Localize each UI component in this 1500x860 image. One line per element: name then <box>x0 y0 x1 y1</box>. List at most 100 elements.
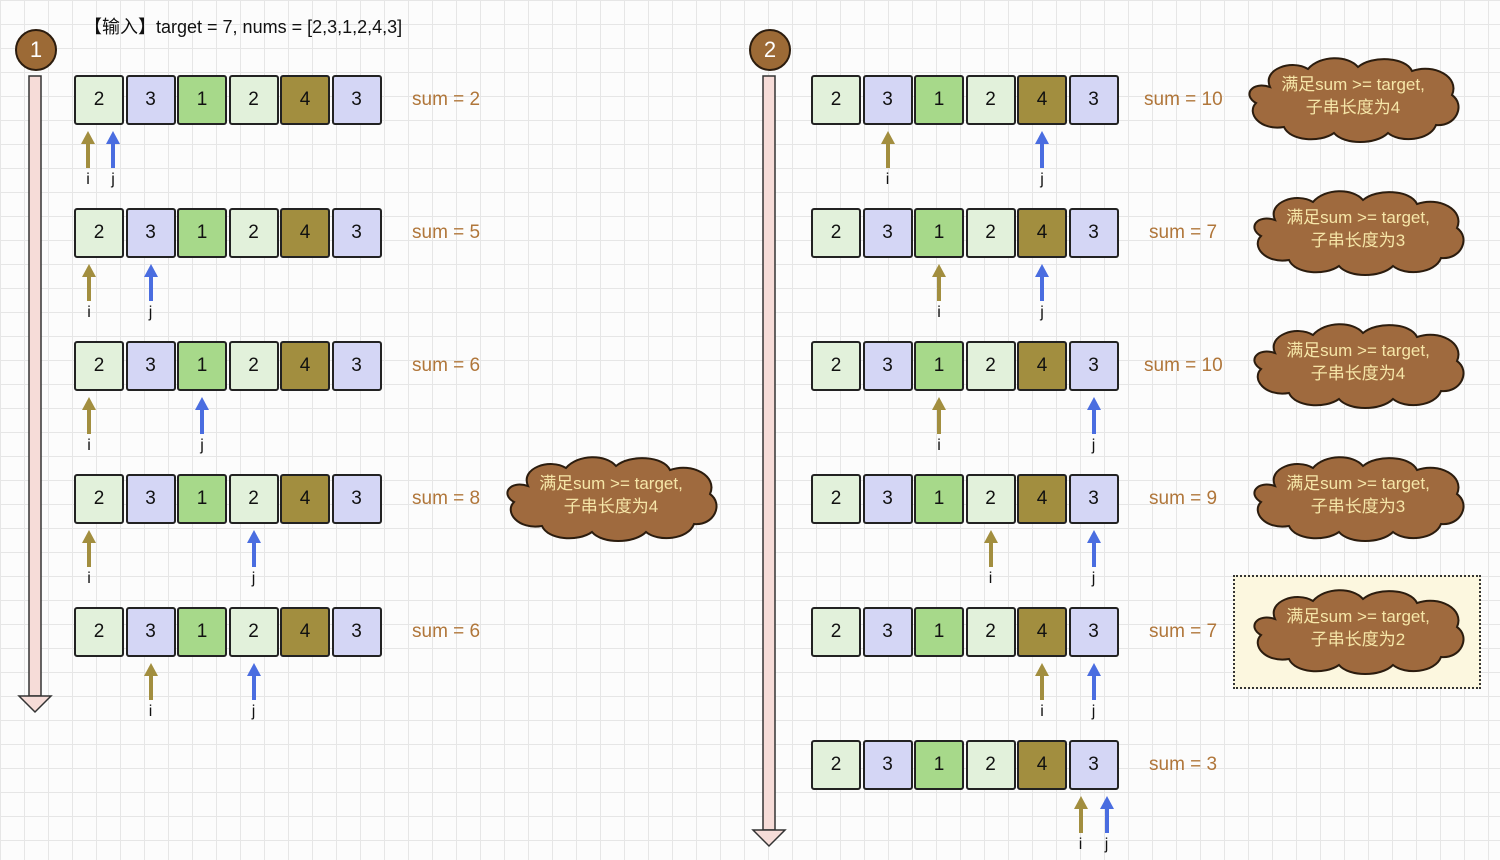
pointer-j-arrow-icon <box>195 397 209 434</box>
array-cell: 2 <box>811 75 861 125</box>
array-cell: 2 <box>965 474 1016 524</box>
array-cell: 3 <box>331 474 382 524</box>
array-cell: 2 <box>965 341 1016 391</box>
pointer-i-arrow-icon <box>932 264 946 301</box>
cloud-line: 满足sum >= target, <box>1286 208 1430 227</box>
pointer-i-label: i <box>148 703 153 720</box>
array-cell: 3 <box>862 208 913 258</box>
array-cell: 2 <box>228 208 279 258</box>
sum-label: sum = 3 <box>1149 754 1218 775</box>
sum-label: sum = 5 <box>412 222 481 243</box>
array-cell: 3 <box>1068 607 1119 657</box>
array-cell: 1 <box>914 740 964 790</box>
array-cell: 3 <box>1068 740 1119 790</box>
cloud-text: 满足sum >= target,子串长度为4 <box>498 472 724 518</box>
cloud-text: 满足sum >= target,子串长度为3 <box>1245 206 1471 252</box>
pointer-j-arrow-icon <box>1086 397 1101 434</box>
array-cell: 2 <box>965 740 1016 790</box>
array-cell: 3 <box>125 208 176 258</box>
cloud-line: 子串长度为4 <box>1310 364 1406 383</box>
cloud-shape <box>506 456 718 542</box>
array-cell: 3 <box>1068 341 1119 391</box>
array-cell: 4 <box>280 75 330 125</box>
pointer-i: i <box>878 130 898 190</box>
page-title: 【输入】target = 7, nums = [2,3,1,2,4,3] <box>84 17 403 37</box>
pointer-j-arrow-icon <box>246 530 261 567</box>
pointer-j-arrow-icon <box>143 264 158 301</box>
sum-label: sum = 9 <box>1149 488 1218 509</box>
cloud-shape <box>1253 323 1465 409</box>
array-cell: 2 <box>811 607 861 657</box>
pointer-j: j <box>1084 529 1104 589</box>
array-cell: 4 <box>280 208 330 258</box>
pointer-i-arrow-icon <box>1035 663 1049 700</box>
sum-label: sum = 10 <box>1144 89 1223 110</box>
array-cell: 2 <box>74 208 124 258</box>
cloud-text: 满足sum >= target,子串长度为4 <box>1245 339 1471 385</box>
pointer-j-label: j <box>111 171 115 188</box>
sum-label: sum = 8 <box>412 488 481 509</box>
array-cell: 4 <box>1017 208 1067 258</box>
array-cell: 2 <box>228 607 279 657</box>
array-cell: 1 <box>177 75 227 125</box>
pointer-i-arrow-icon <box>143 663 158 700</box>
pointer-j-arrow-icon <box>1086 663 1101 700</box>
cloud-line: 子串长度为3 <box>1310 497 1406 516</box>
array-cell: 3 <box>331 607 382 657</box>
pointer-i-label: i <box>87 570 91 587</box>
cloud-shape <box>1253 456 1465 542</box>
pointer-i: i <box>929 396 949 456</box>
array-cell: 2 <box>965 208 1016 258</box>
pointer-j: j <box>1084 396 1104 456</box>
array-cell: 2 <box>228 474 279 524</box>
array-cell: 3 <box>331 208 382 258</box>
pointer-i-arrow-icon <box>82 264 96 301</box>
cloud-shape <box>1253 190 1465 276</box>
array-cell: 1 <box>914 75 964 125</box>
array-cell: 4 <box>280 607 330 657</box>
array-cell: 3 <box>125 75 176 125</box>
pointer-j: j <box>244 662 264 722</box>
pointer-j-arrow-icon <box>1099 796 1114 833</box>
array-cell: 2 <box>811 740 861 790</box>
array-cell: 3 <box>862 474 913 524</box>
array-cell: 1 <box>177 474 227 524</box>
pointer-j-label: j <box>1091 437 1096 454</box>
pointer-j-arrow-icon <box>106 131 120 168</box>
pointer-j: j <box>244 529 264 589</box>
pointer-j: j <box>1097 795 1117 855</box>
array-cell: 3 <box>862 740 913 790</box>
pointer-j: j <box>1084 662 1104 722</box>
cloud-shape <box>1248 57 1460 143</box>
condition-cloud: 满足sum >= target,子串长度为4 <box>1240 53 1466 145</box>
condition-cloud: 满足sum >= target,子串长度为2 <box>1245 585 1471 677</box>
pointer-j-label: j <box>1104 836 1109 853</box>
pointer-i-arrow-icon <box>932 397 946 434</box>
cloud-line: 满足sum >= target, <box>1286 474 1430 493</box>
array-cell: 2 <box>965 607 1016 657</box>
pointer-i: i <box>79 263 99 323</box>
array-cell: 3 <box>862 341 913 391</box>
array-cell: 4 <box>280 341 330 391</box>
pointer-j-label: j <box>1040 304 1044 321</box>
pointer-j-arrow-icon <box>246 663 261 700</box>
cloud-text: 满足sum >= target,子串长度为2 <box>1245 605 1471 651</box>
array-cell: 4 <box>280 474 330 524</box>
cloud-text: 满足sum >= target,子串长度为4 <box>1240 73 1466 119</box>
array-cell: 3 <box>862 607 913 657</box>
cloud-line: 子串长度为4 <box>1305 98 1401 117</box>
pointer-i: i <box>78 130 98 190</box>
pointer-j: j <box>1032 263 1052 323</box>
array-cell: 2 <box>74 607 124 657</box>
pointer-j: j <box>192 396 212 456</box>
pointer-i-label: i <box>1078 836 1083 853</box>
pointer-j-label: j <box>1040 171 1044 188</box>
array-cell: 1 <box>914 607 964 657</box>
sum-label: sum = 6 <box>412 621 481 642</box>
array-cell: 1 <box>177 341 227 391</box>
array-cell: 1 <box>914 208 964 258</box>
pointer-j-label: j <box>200 437 204 454</box>
pointer-j: j <box>1032 130 1052 190</box>
array-cell: 3 <box>862 75 913 125</box>
